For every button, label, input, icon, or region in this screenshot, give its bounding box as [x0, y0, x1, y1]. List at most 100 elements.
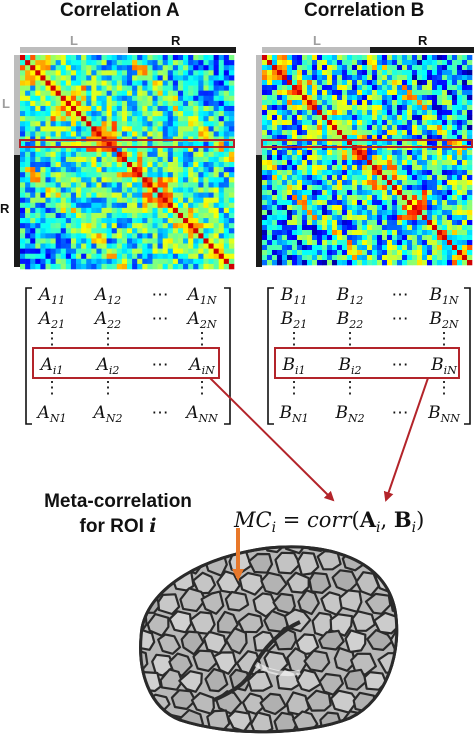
heatmap-cell — [25, 197, 31, 204]
heatmap-cell — [352, 185, 358, 191]
heatmap-cell — [25, 111, 31, 117]
heatmap-cell — [167, 233, 174, 239]
heatmap-cell — [81, 197, 87, 204]
heatmap-cell — [152, 162, 158, 168]
heatmap-cell — [402, 135, 408, 141]
heatmap-cell — [412, 60, 418, 66]
heatmap-cell — [467, 225, 473, 231]
heatmap-cell — [382, 180, 388, 186]
heatmap-cell — [228, 243, 235, 249]
heatmap-cell — [137, 85, 143, 91]
heatmap-cell — [317, 190, 323, 196]
heatmap-cell — [40, 202, 46, 209]
heatmap-cell — [106, 172, 113, 178]
heatmap-cell — [402, 80, 408, 86]
heatmap-cell — [35, 85, 41, 91]
heatmap-cell — [111, 55, 118, 61]
heatmap-cell — [452, 135, 458, 141]
meta-correlation-roi-text: for ROI — [79, 516, 144, 537]
heatmap-cell — [367, 115, 373, 121]
heatmap-cell — [193, 192, 199, 198]
heatmap-cell — [35, 218, 41, 224]
heatmap-cell — [302, 70, 308, 76]
heatmap-cell — [137, 187, 143, 193]
heatmap-cell — [172, 151, 179, 158]
heatmap-cell — [322, 125, 328, 131]
heatmap-cell — [372, 140, 378, 146]
heatmap-cell — [352, 200, 358, 206]
heatmap-cell — [322, 110, 328, 116]
heatmap-cell — [111, 60, 118, 66]
heatmap-cell — [25, 248, 31, 255]
heatmap-cell — [462, 115, 468, 121]
heatmap-cell — [262, 135, 268, 141]
heatmap-cell — [198, 100, 204, 107]
heatmap-cell — [132, 223, 138, 229]
heatmap-cell — [387, 260, 393, 266]
heatmap-cell — [357, 205, 363, 211]
matrix-a-entry-r4-c1: Ai1 — [39, 355, 64, 377]
heatmap-cell — [223, 228, 230, 234]
heatmap-cell — [213, 55, 220, 61]
heatmap-cell — [25, 187, 31, 193]
heatmap-cell — [452, 230, 458, 236]
heatmap-cell — [397, 215, 403, 221]
heatmap-cell — [407, 95, 413, 101]
heatmap-cell — [147, 177, 153, 183]
heatmap-cell — [392, 250, 398, 256]
heatmap-cell — [377, 250, 383, 256]
heatmap-cell — [342, 110, 348, 116]
heatmap-cell — [367, 235, 373, 241]
heatmap-cell — [127, 85, 133, 91]
heatmap-cell — [367, 85, 373, 91]
heatmap-cell — [198, 60, 204, 66]
heatmap-cell — [81, 131, 87, 137]
heatmap-cell — [347, 245, 353, 251]
heatmap-cell — [203, 90, 209, 97]
heatmap-cell — [147, 105, 153, 112]
heatmap-cell — [407, 255, 413, 261]
heatmap-cell — [91, 172, 97, 178]
heatmap-cell — [332, 255, 338, 261]
heatmap-cell — [422, 210, 428, 216]
heatmap-cell — [332, 215, 338, 221]
heatmap-cell — [65, 248, 72, 255]
heatmap-cell — [432, 55, 438, 61]
heatmap-cell — [327, 60, 333, 66]
heatmap-cell — [81, 75, 87, 81]
heatmap-cell — [457, 125, 463, 131]
heatmap-cell — [422, 165, 428, 171]
heatmap-cell — [467, 60, 473, 66]
heatmap-cell — [282, 200, 288, 206]
heatmap-cell — [30, 141, 36, 148]
heatmap-cell — [228, 105, 235, 112]
heatmap-cell — [447, 220, 453, 226]
heatmap-cell — [327, 250, 333, 256]
heatmap-cell — [457, 225, 463, 231]
heatmap-cell — [402, 55, 408, 61]
heatmap-cell — [35, 162, 41, 168]
heatmap-cell — [292, 170, 298, 176]
heatmap-cell — [183, 116, 189, 122]
heatmap-cell — [167, 223, 174, 229]
heatmap-cell — [198, 238, 204, 244]
heatmap-cell — [157, 263, 163, 270]
heatmap-cell — [198, 90, 204, 97]
heatmap-cell — [40, 243, 46, 249]
heatmap-cell — [322, 105, 328, 111]
heatmap-cell — [297, 170, 303, 176]
heatmap-cell — [357, 95, 363, 101]
heatmap-cell — [91, 212, 97, 219]
heatmap-cell — [111, 248, 118, 255]
heatmap-cell — [312, 55, 318, 61]
heatmap-cell — [407, 55, 413, 61]
heatmap-cell — [101, 263, 107, 270]
heatmap-cell — [367, 70, 373, 76]
heatmap-cell — [287, 55, 293, 61]
heatmap-cell — [157, 105, 163, 112]
heatmap-cell — [55, 65, 62, 71]
heatmap-cell — [277, 175, 283, 181]
heatmap-cell — [377, 110, 383, 116]
heatmap-cell — [218, 65, 225, 71]
heatmap-cell — [198, 167, 204, 173]
